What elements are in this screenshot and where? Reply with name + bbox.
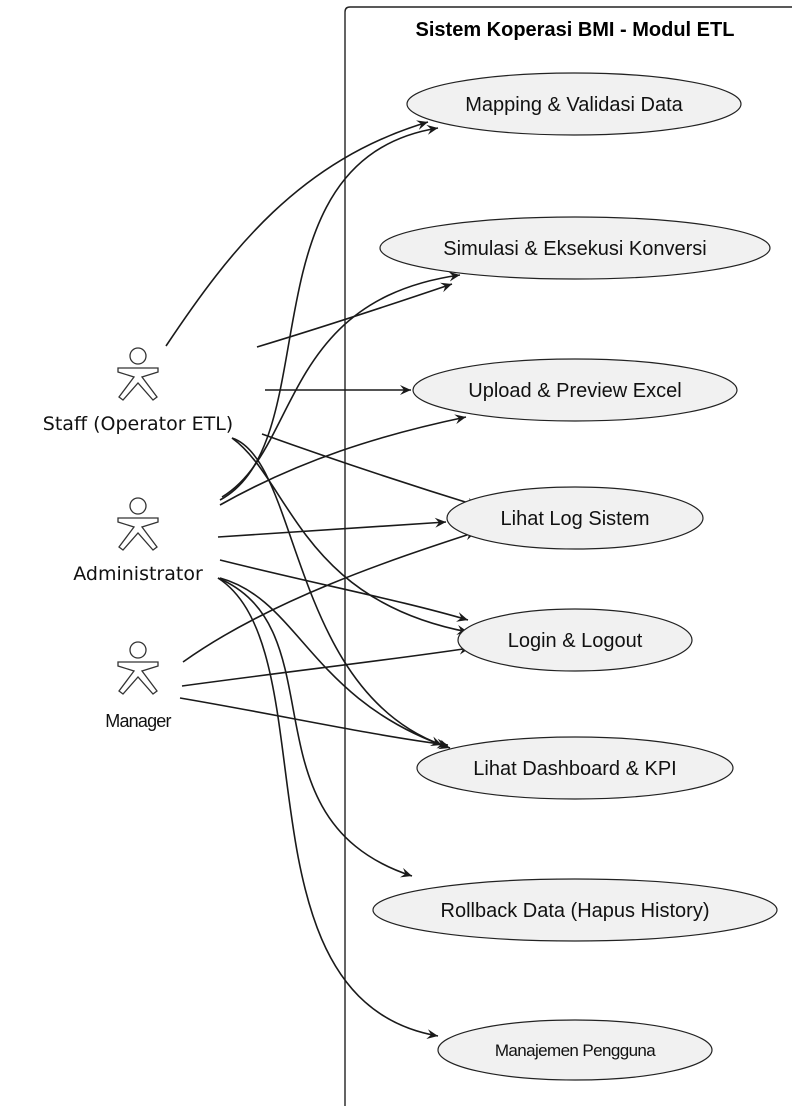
edge-manager-login <box>181 644 471 687</box>
use-case-ellipse <box>406 72 742 136</box>
edge-staff-simulasi <box>256 282 453 348</box>
edge-manager-log <box>182 530 477 663</box>
actor-figure-icon <box>117 497 159 551</box>
use-case-ellipse <box>412 358 738 422</box>
edge-admin-mapping <box>219 124 439 501</box>
use-case-label: Mapping & Validasi Data <box>465 94 683 116</box>
actor-manager[interactable]: Manager <box>105 641 172 731</box>
use-case-label: Login & Logout <box>508 630 643 652</box>
edge-admin-pengguna <box>217 577 439 1040</box>
use-case-dashboard[interactable]: Lihat Dashboard & KPI <box>416 736 734 800</box>
edge-admin-simulasi <box>221 271 461 498</box>
use-case-label: Lihat Log Sistem <box>501 508 650 530</box>
use-case-ellipse <box>372 878 778 942</box>
use-case-label: Lihat Dashboard & KPI <box>473 758 676 780</box>
use-case-ellipse <box>379 216 771 280</box>
edge-admin-log <box>217 517 447 538</box>
edge-staff-dashboard <box>231 437 443 746</box>
use-case-upload[interactable]: Upload & Preview Excel <box>412 358 738 422</box>
edge-admin-login <box>219 559 469 622</box>
edge-admin-rollback <box>217 577 413 878</box>
actor-figure-icon <box>117 347 159 401</box>
edge-staff-mapping <box>165 120 429 347</box>
edge-admin-upload <box>219 414 467 506</box>
actor-figure-icon <box>117 641 159 695</box>
associations <box>165 120 479 1040</box>
use-case-ellipse <box>457 608 693 672</box>
use-case-label: Manajemen Pengguna <box>495 1041 656 1060</box>
use-case-login[interactable]: Login & Logout <box>457 608 693 672</box>
use-case-ellipse <box>416 736 734 800</box>
use-case-label: Simulasi & Eksekusi Konversi <box>443 238 706 260</box>
use-case-log[interactable]: Lihat Log Sistem <box>446 486 704 550</box>
actor-label: Manager <box>105 711 171 731</box>
use-case-ellipse <box>446 486 704 550</box>
actor-label: Administrator <box>73 563 203 585</box>
use-case-label: Rollback Data (Hapus History) <box>441 900 710 922</box>
edge-admin-dashboard <box>219 577 451 750</box>
edge-manager-dashboard <box>179 697 449 749</box>
use-case-pengguna[interactable]: Manajemen Pengguna <box>437 1019 713 1081</box>
use-case-label: Upload & Preview Excel <box>468 380 681 402</box>
edge-staff-log <box>261 433 479 508</box>
actor-administrator[interactable]: Administrator <box>73 497 203 585</box>
actor-label: Staff (Operator ETL) <box>43 413 233 435</box>
edge-staff-login <box>231 437 469 635</box>
use-case-mapping[interactable]: Mapping & Validasi Data <box>406 72 742 136</box>
use-case-rollback[interactable]: Rollback Data (Hapus History) <box>372 878 778 942</box>
use-case-ellipse <box>437 1019 713 1081</box>
use-case-simulasi[interactable]: Simulasi & Eksekusi Konversi <box>379 216 771 280</box>
system-boundary: Sistem Koperasi BMI - Modul ETL <box>344 6 792 1106</box>
actor-staff[interactable]: Staff (Operator ETL) <box>43 347 233 435</box>
system-boundary-frame <box>344 6 792 1106</box>
system-title: Sistem Koperasi BMI - Modul ETL <box>416 19 735 41</box>
